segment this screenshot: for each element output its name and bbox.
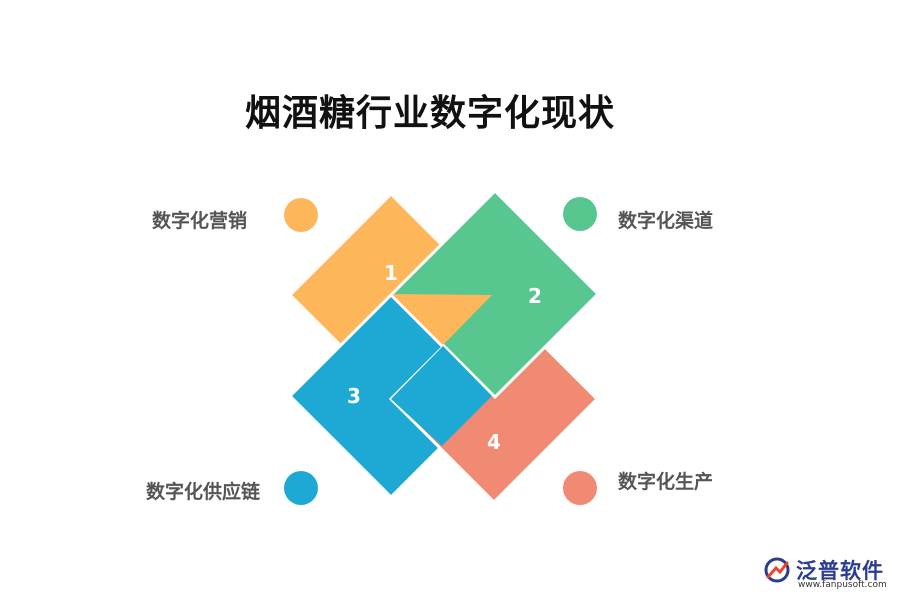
fanpu-logo-icon: [764, 557, 790, 583]
label-digital-supply-chain: 数字化供应链: [146, 481, 261, 503]
diamond-2: [389, 188, 601, 400]
page-title: 烟酒糖行业数字化现状: [245, 93, 616, 134]
dot-digital-channel: [563, 197, 597, 231]
diamond-1-number: 1: [384, 261, 398, 285]
label-digital-production: 数字化生产: [618, 471, 714, 493]
dot-digital-supply-chain: [284, 471, 318, 505]
label-digital-channel: 数字化渠道: [618, 210, 714, 232]
dot-digital-marketing: [284, 198, 318, 232]
diamond-3-number: 3: [347, 384, 361, 408]
diamond-3-overlap: [391, 346, 492, 446]
fanpu-logo: 泛普软件 www.fanpusoft.com: [762, 553, 892, 595]
diamond-1-overlap: [392, 294, 492, 345]
logo-url: www.fanpusoft.com: [798, 580, 887, 590]
logo-name: 泛普软件: [796, 559, 884, 583]
label-digital-marketing: 数字化营销: [152, 210, 248, 232]
diamond-4-number: 4: [487, 430, 501, 454]
diamond-2-number: 2: [528, 284, 542, 308]
dot-digital-production: [563, 471, 597, 505]
